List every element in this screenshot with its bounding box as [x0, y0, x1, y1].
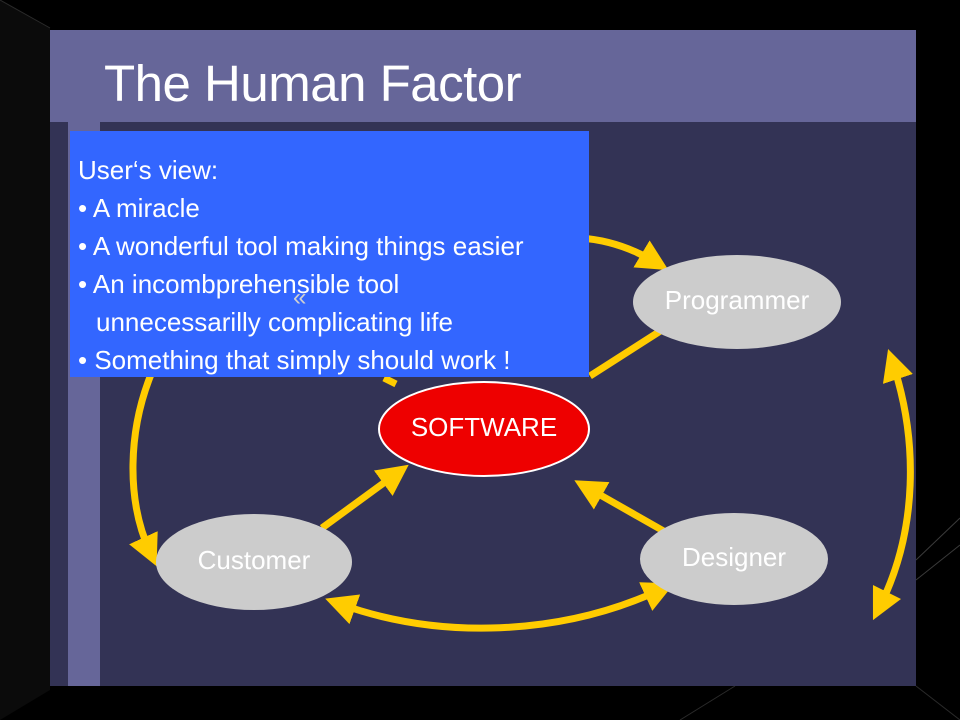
arrow-user-to-customer [129, 370, 158, 567]
double-chevron-left-icon[interactable]: « [293, 284, 307, 311]
node-software: SOFTWARE [378, 381, 590, 477]
callout-item-continuation: unnecessarilly complicating life [96, 307, 453, 337]
node-customer: Customer [156, 514, 352, 610]
arrow-stub [382, 374, 398, 388]
callout-item: • A miracle [78, 193, 200, 223]
arrow-programmer-designer [872, 349, 914, 621]
node-designer-label: Designer [682, 542, 786, 572]
node-designer: Designer [640, 513, 828, 605]
node-software-label: SOFTWARE [411, 412, 557, 442]
title-band [50, 30, 916, 122]
node-programmer: Programmer [633, 255, 841, 349]
callout-item: • An incombprehensible tool [78, 269, 400, 299]
user-view-callout: User‘s view: • A miracle • A wonderful t… [70, 131, 589, 377]
arrow-customer-to-software [319, 464, 409, 531]
callout-item: • Something that simply should work ! [78, 345, 511, 375]
node-programmer-label: Programmer [665, 285, 810, 315]
callout-heading: User‘s view: [78, 155, 219, 185]
arrow-programmer-to-software [588, 325, 667, 379]
slide-title: The Human Factor [104, 55, 522, 112]
arrow-customer-designer [325, 582, 675, 632]
arrow-user-to-programmer [579, 234, 669, 271]
callout-item: • A wonderful tool making things easier [78, 231, 524, 261]
node-customer-label: Customer [198, 545, 311, 575]
